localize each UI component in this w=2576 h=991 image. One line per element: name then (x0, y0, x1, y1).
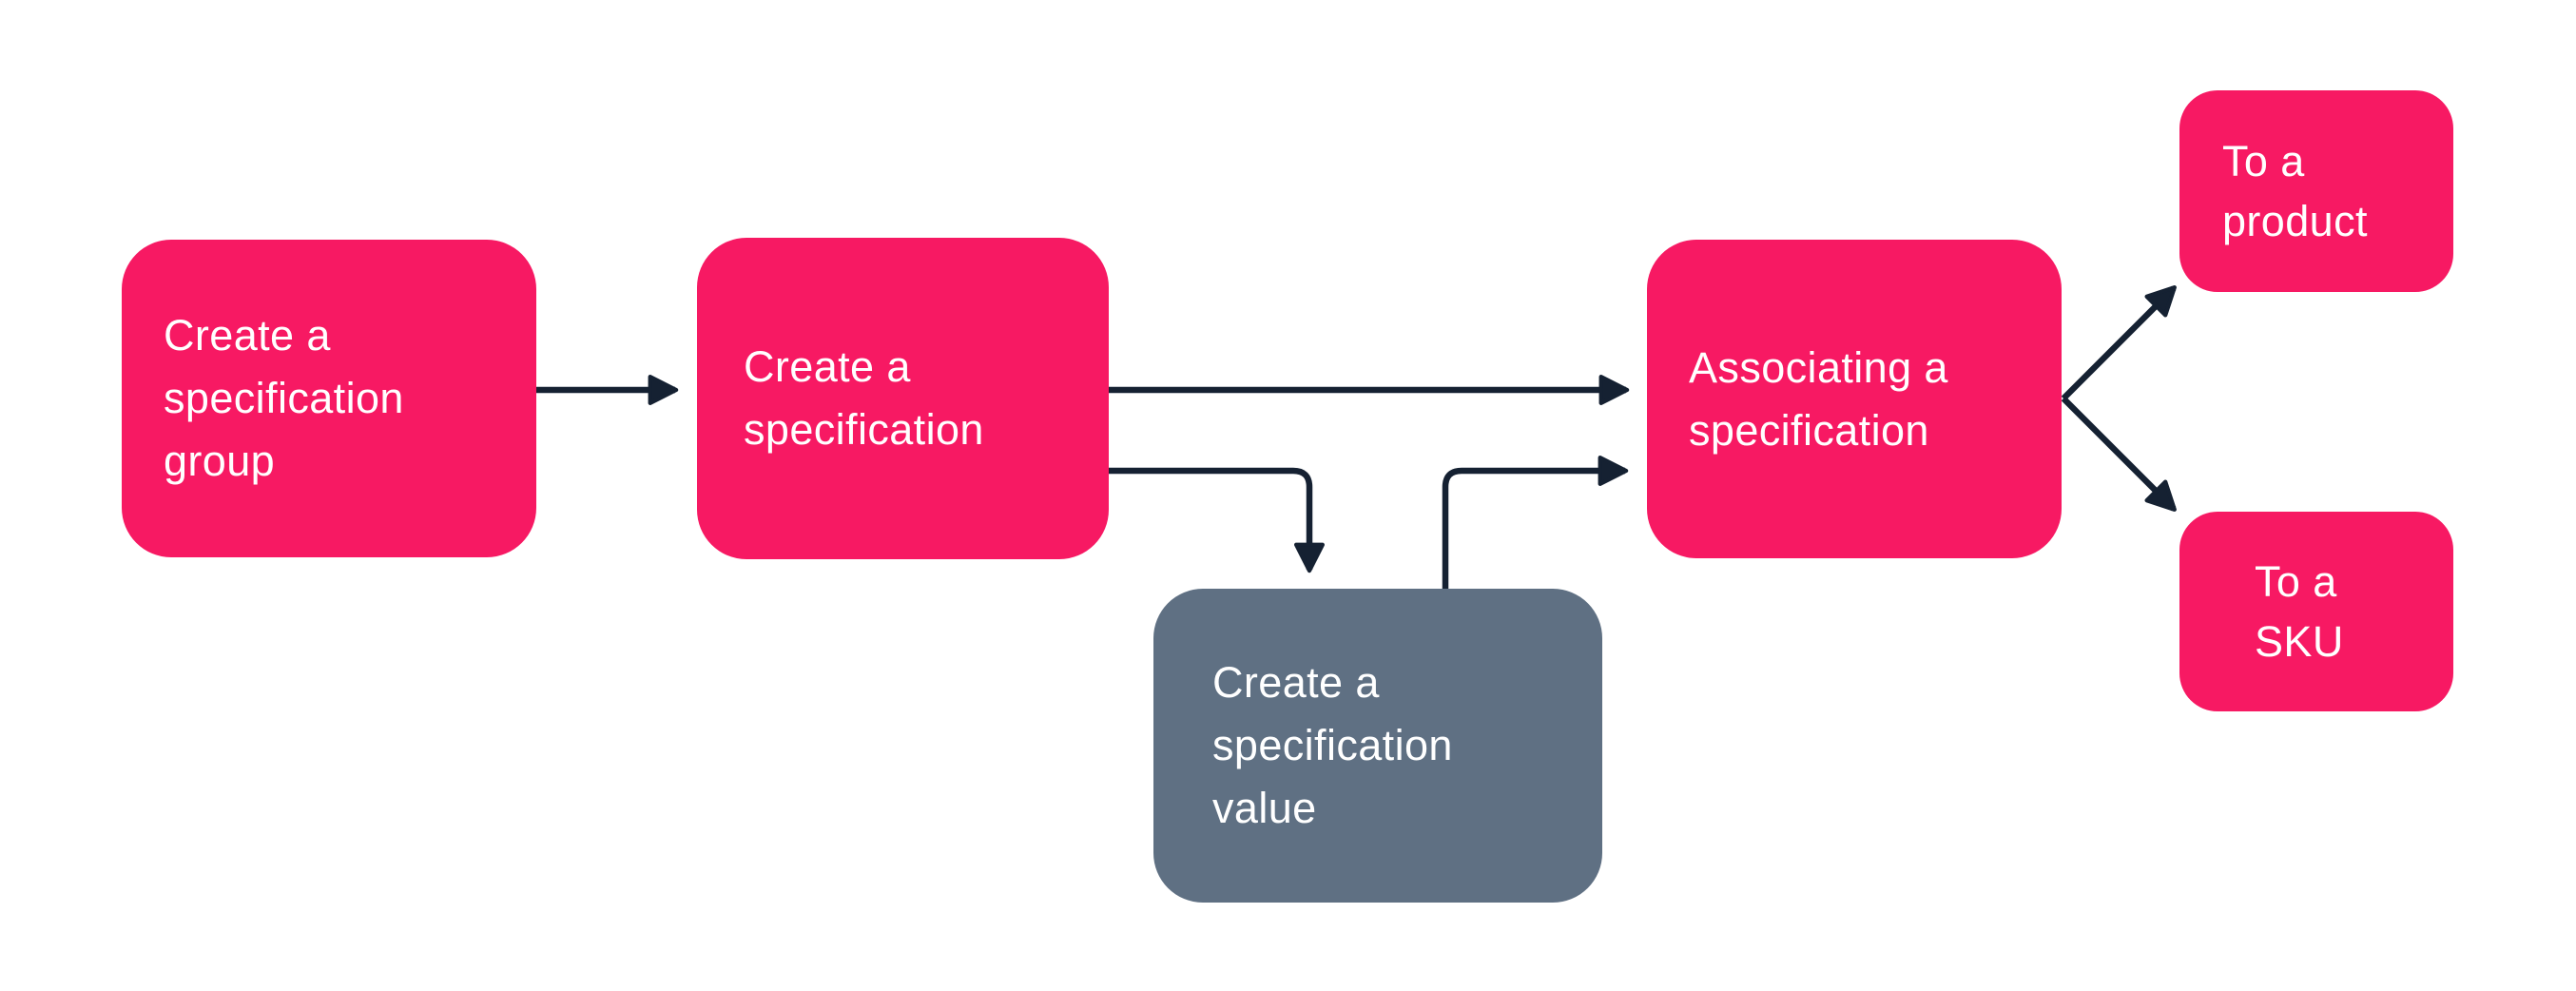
node-label: Create a specification group (164, 311, 404, 485)
node-label: To a product (2222, 137, 2368, 245)
arrow-associating-to-sku (2061, 396, 2177, 512)
node-to-a-sku: To a SKU (2179, 512, 2453, 711)
node-label: Create a specification value (1212, 658, 1453, 832)
arrow-spec-value-to-associating (1442, 456, 1629, 589)
node-create-specification-value: Create a specification value (1153, 589, 1602, 903)
arrow-spec-to-spec-value (1109, 467, 1325, 573)
node-label: To a SKU (2255, 557, 2344, 666)
node-associating-specification: Associating a specification (1647, 240, 2062, 558)
node-create-specification-group: Create a specification group (122, 240, 536, 557)
arrow-associating-to-product (2061, 285, 2177, 401)
node-label: Create a specification (744, 342, 984, 454)
node-label: Associating a specification (1689, 342, 1948, 455)
node-create-specification: Create a specification (697, 238, 1109, 559)
node-to-a-product: To a product (2179, 90, 2453, 292)
